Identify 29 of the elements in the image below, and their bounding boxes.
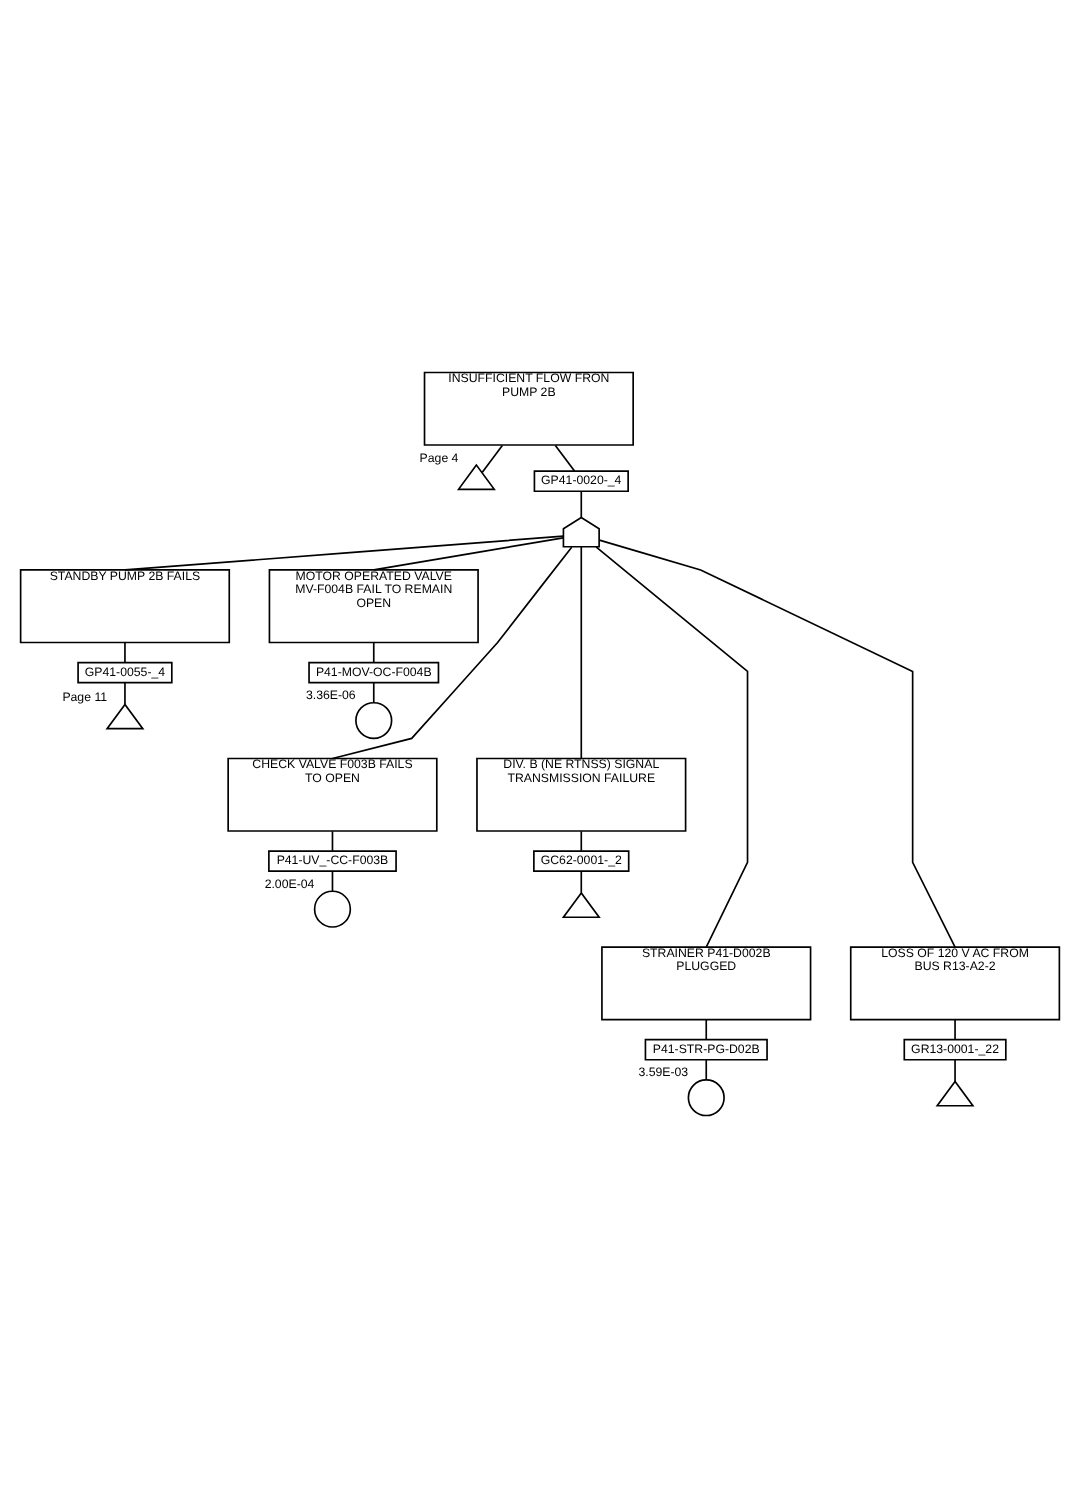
- connector: [331, 829, 334, 851]
- connector: [580, 489, 583, 518]
- node-circle: [313, 889, 352, 927]
- node-triangle: [561, 890, 601, 918]
- node-circle: [355, 700, 393, 739]
- connector: [331, 869, 334, 892]
- connector: [580, 545, 583, 759]
- connector: [331, 545, 573, 759]
- connector: [372, 681, 375, 703]
- connector: [124, 640, 126, 662]
- connector: [124, 534, 565, 570]
- connector: [705, 1058, 708, 1080]
- node-circle: [687, 1078, 725, 1116]
- connector: [595, 545, 749, 947]
- connector: [954, 1058, 956, 1082]
- connector: [124, 681, 126, 704]
- node-triangle: [456, 462, 496, 490]
- connector: [554, 443, 576, 471]
- connector: [481, 443, 504, 473]
- connector: [372, 536, 565, 570]
- node-triangle: [935, 1079, 975, 1106]
- connector: [598, 538, 956, 947]
- connector: [580, 829, 583, 851]
- connector: [580, 869, 583, 893]
- connector: [954, 1018, 956, 1040]
- connector: [705, 1018, 708, 1040]
- node-triangle: [105, 702, 145, 729]
- connector: [372, 640, 375, 662]
- node-gate: [562, 515, 600, 547]
